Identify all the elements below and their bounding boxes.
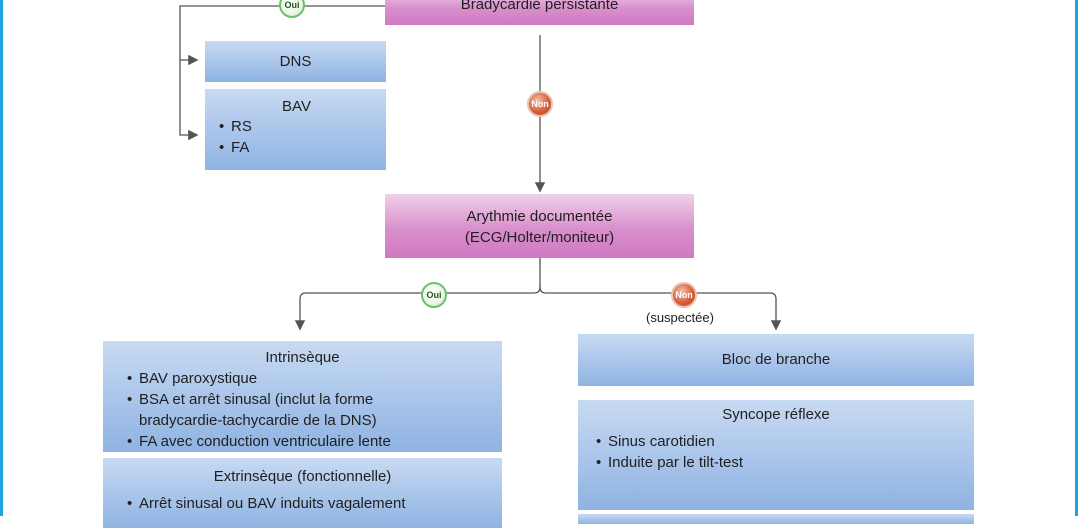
intrinseque-list: BAV paroxystique BSA et arrêt sinusal (i…: [127, 368, 492, 452]
oui-label: Oui: [426, 290, 442, 300]
list-item: BSA et arrêt sinusal (inclut la forme br…: [127, 389, 439, 431]
arythmie-line1: Arythmie documentée: [466, 208, 613, 225]
non-badge-right: Non: [671, 282, 697, 308]
list-item: FA avec conduction ventriculaire lente: [127, 431, 492, 452]
arrow-to-intrinseque: [294, 258, 541, 331]
list-item: RS: [219, 116, 374, 137]
suspectee-note: (suspectée): [646, 310, 714, 325]
non-label: Non: [531, 99, 549, 109]
bloc-de-branche-label: Bloc de branche: [721, 351, 831, 368]
arythmie-line2: (ECG/Holter/moniteur): [464, 229, 615, 246]
syncope-reflexe-title: Syncope réflexe: [722, 406, 830, 423]
syncope-reflexe-list: Sinus carotidien Induite par le tilt-tes…: [596, 431, 964, 473]
dns-label: DNS: [279, 53, 312, 70]
diagram-frame: [0, 0, 1078, 516]
dns-box: DNS: [205, 41, 386, 82]
arrow-to-bloc: [539, 286, 782, 331]
bradycardie-persistante-label: Bradycardie persistante: [460, 0, 619, 13]
bav-box: BAV RS FA: [205, 89, 386, 170]
bav-list: RS FA: [219, 116, 374, 158]
non-label: Non: [675, 290, 693, 300]
non-badge-middle: Non: [527, 91, 553, 117]
list-item: Sinus carotidien: [596, 431, 964, 452]
list-item: Induite par le tilt-test: [596, 452, 964, 473]
list-item: Arrêt sinusal ou BAV induits vagalement: [127, 493, 492, 514]
intrinseque-title: Intrinsèque: [265, 349, 340, 366]
arrow-to-bav: [179, 60, 199, 141]
bav-title: BAV: [282, 98, 311, 115]
oui-label: Oui: [284, 0, 300, 10]
list-item: BAV paroxystique: [127, 368, 492, 389]
extrinseque-box: Extrinsèque (fonctionnelle) Arrêt sinusa…: [103, 458, 502, 528]
arythmie-documentee-box: Arythmie documentée (ECG/Holter/moniteur…: [385, 194, 694, 258]
bloc-de-branche-box: Bloc de branche: [578, 334, 974, 386]
oui-badge-left: Oui: [421, 282, 447, 308]
syncope-reflexe-box: Syncope réflexe Sinus carotidien Induite…: [578, 400, 974, 510]
list-item: FA: [219, 137, 374, 158]
extrinseque-title: Extrinsèque (fonctionnelle): [213, 468, 392, 485]
oui-badge-top: Oui: [279, 0, 305, 18]
extrinseque-list: Arrêt sinusal ou BAV induits vagalement: [127, 493, 492, 514]
bradycardie-persistante-box: Bradycardie persistante: [385, 0, 694, 25]
intrinseque-box: Intrinsèque BAV paroxystique BSA et arrê…: [103, 341, 502, 452]
